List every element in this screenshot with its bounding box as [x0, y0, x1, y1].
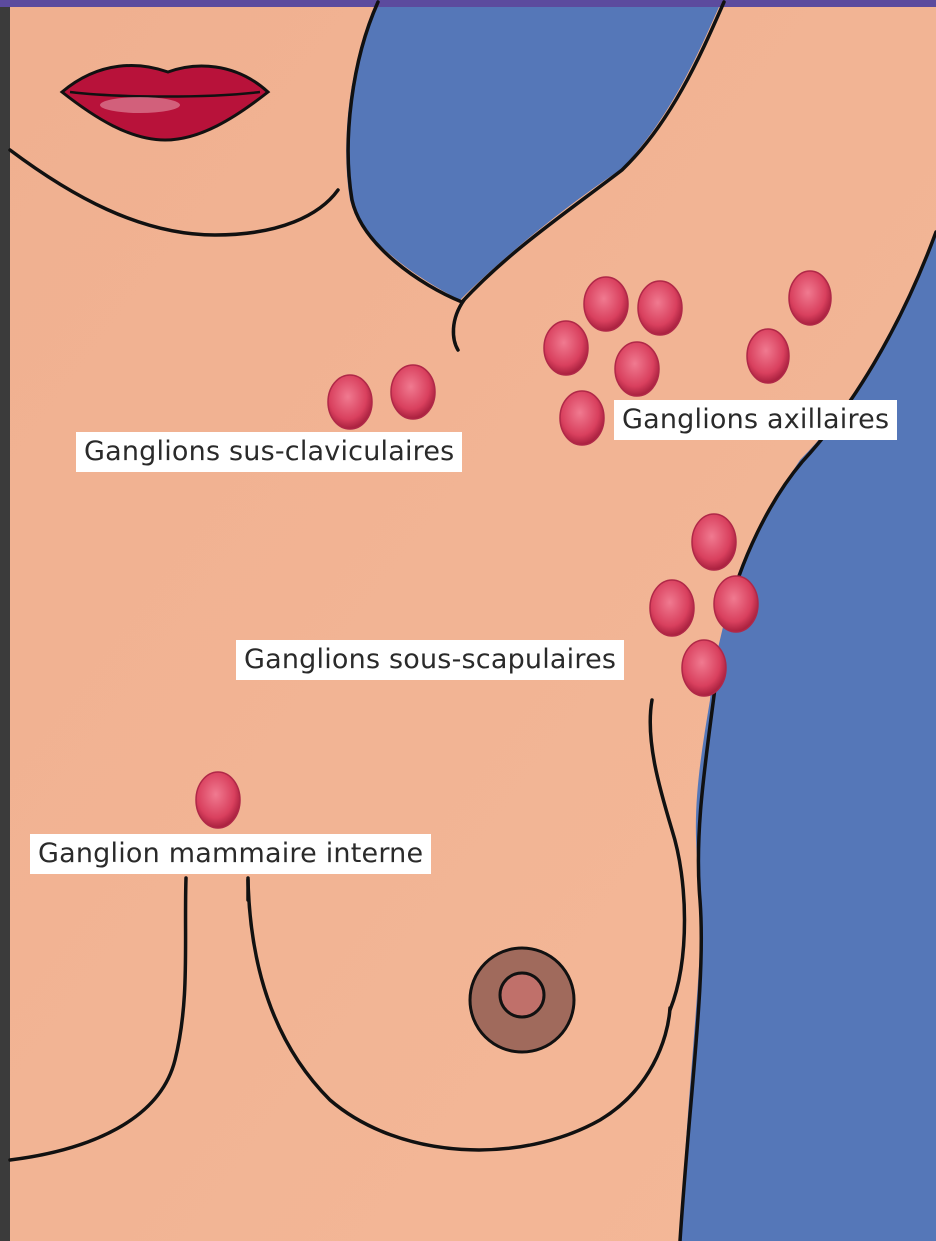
label-axillary-nodes: Ganglions axillaires: [614, 400, 897, 440]
node-axillary: [615, 342, 659, 396]
top-bar: [0, 0, 936, 7]
label-supraclavicular-nodes: Ganglions sus-claviculaires: [76, 432, 462, 472]
node-subscapular: [692, 514, 736, 570]
node-axillary: [638, 281, 682, 335]
left-border: [0, 0, 10, 1241]
label-internal-mammary-node: Ganglion mammaire interne: [30, 834, 431, 874]
node-subscapular: [714, 576, 758, 632]
nipple: [470, 948, 574, 1052]
node-subscapular: [650, 580, 694, 636]
node-axillary: [584, 277, 628, 331]
label-subscapular-nodes: Ganglions sous-scapulaires: [236, 640, 624, 680]
node-supraclavicular: [328, 375, 372, 429]
node-subscapular: [682, 640, 726, 696]
node-axillary: [747, 329, 789, 383]
node-axillary: [789, 271, 831, 325]
node-internal-mammary: [196, 772, 240, 828]
node-axillary: [544, 321, 588, 375]
node-axillary: [560, 391, 604, 445]
node-supraclavicular: [391, 365, 435, 419]
